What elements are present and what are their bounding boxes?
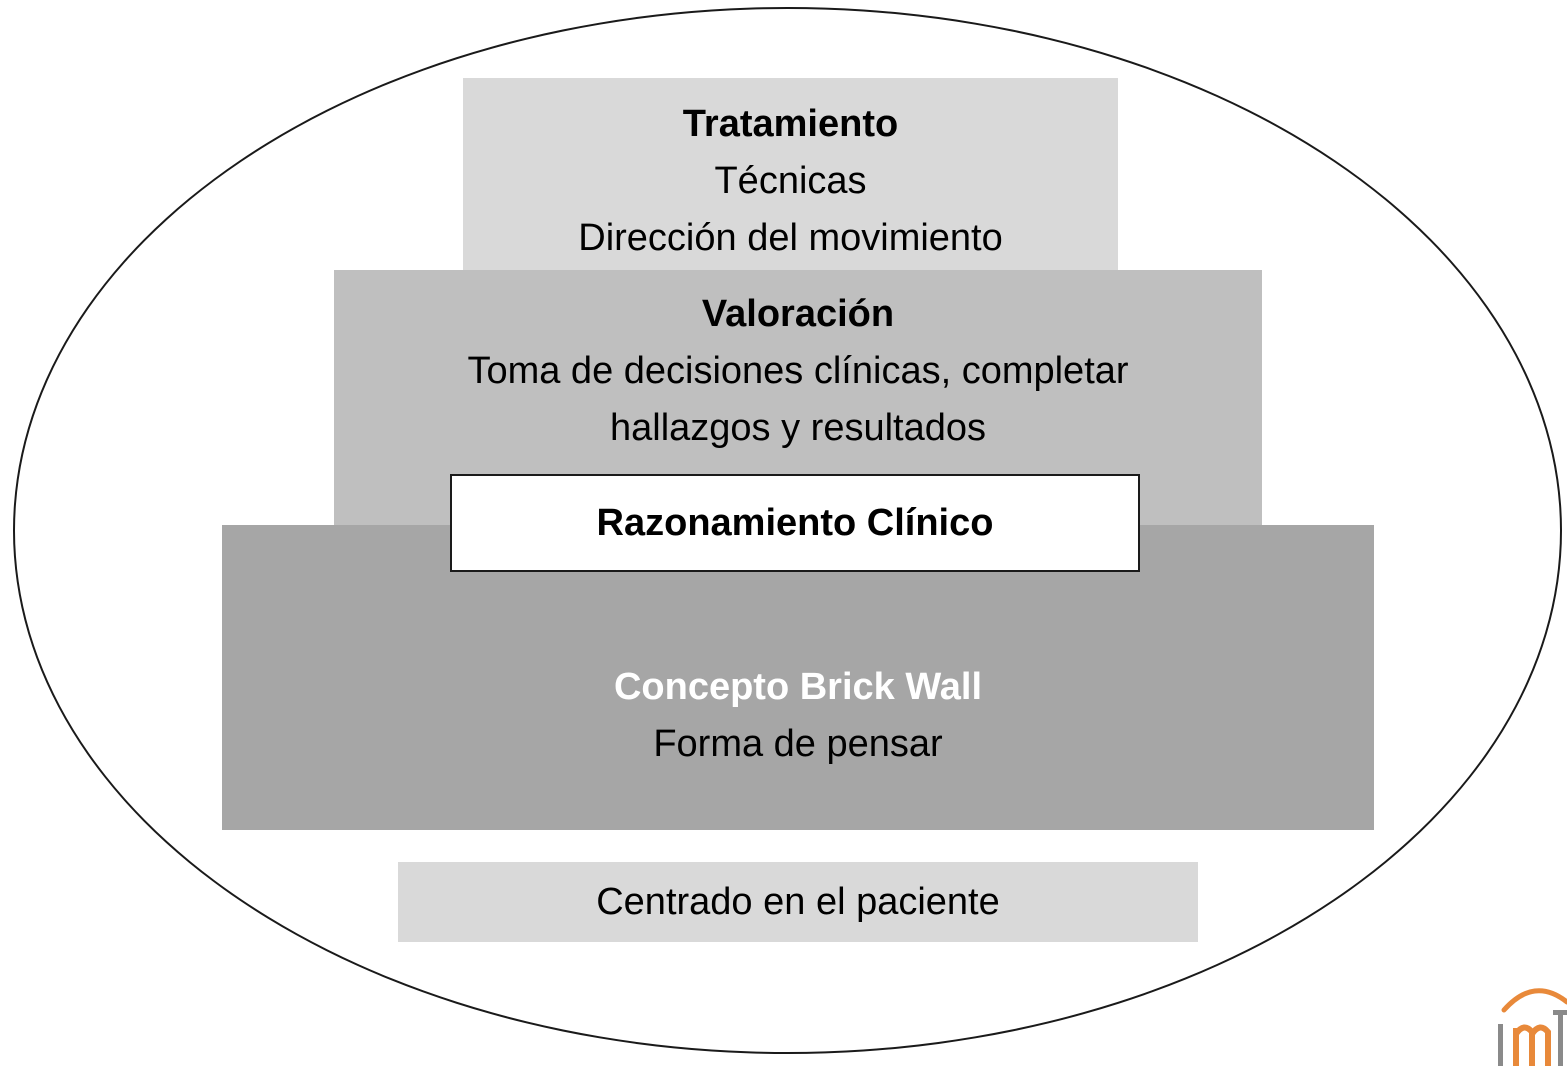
assessment-title: Valoración [701,293,895,335]
clinical-reasoning-box: Razonamiento Clínico [450,474,1140,572]
treatment-line-2: Dirección del movimiento [578,217,1003,259]
assessment-line-1: Toma de decisiones clínicas, completar [467,350,1129,392]
logo-arc [1501,988,1567,1013]
logo-letter-t-stem [1558,1010,1563,1066]
imt-logo [1498,988,1567,1066]
patient-centered-bar: Centrado en el paciente [398,862,1198,942]
foundation-line-1: Forma de pensar [653,723,943,765]
logo-letter-m [1513,1024,1551,1066]
logo-letter-i [1498,1024,1503,1066]
assessment-line-2: hallazgos y resultados [610,407,986,449]
patient-centered-label: Centrado en el paciente [596,880,1000,923]
clinical-reasoning-title: Razonamiento Clínico [596,501,994,544]
foundation-title: Concepto Brick Wall [613,666,983,708]
treatment-tier: Tratamiento Técnicas Dirección del movim… [463,78,1118,270]
treatment-line-1: Técnicas [714,160,867,202]
foundation-tier: Concepto Brick Wall Forma de pensar [222,525,1374,830]
outer-ellipse [13,7,1562,1054]
treatment-title: Tratamiento [682,103,899,145]
